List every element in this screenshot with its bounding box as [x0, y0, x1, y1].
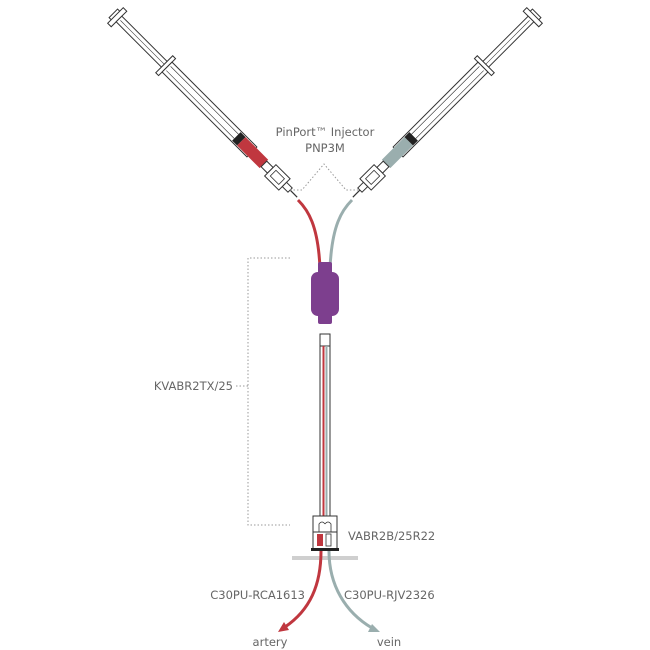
catheter-bracket [247, 257, 290, 526]
artery-label: artery [253, 635, 288, 649]
purple-junction [311, 262, 339, 324]
injector-leader-line [290, 163, 358, 191]
vascular-access-button [292, 515, 358, 560]
grey-tube-upper [328, 198, 354, 269]
vein-arrowhead [368, 624, 380, 632]
vein-catheter-tube [327, 550, 373, 630]
button-label: VABR2B/25R22 [348, 529, 435, 543]
right-syringe [352, 6, 544, 198]
injector-label-line2: PNP3M [305, 141, 345, 155]
dual-lumen-catheter [319, 345, 331, 517]
vein-label: vein [377, 635, 401, 649]
vein-catheter-label: C30PU-RJV2326 [344, 588, 435, 602]
strain-relief [319, 333, 331, 347]
artery-catheter-label: C30PU-RCA1613 [210, 588, 305, 602]
injector-label-line1: PinPort™ Injector [276, 125, 375, 139]
left-syringe [106, 6, 298, 198]
red-tube-upper [296, 198, 322, 269]
artery-arrowhead [278, 622, 289, 632]
artery-catheter-tube [284, 550, 323, 629]
catheter-label: KVABR2TX/25 [154, 379, 233, 393]
